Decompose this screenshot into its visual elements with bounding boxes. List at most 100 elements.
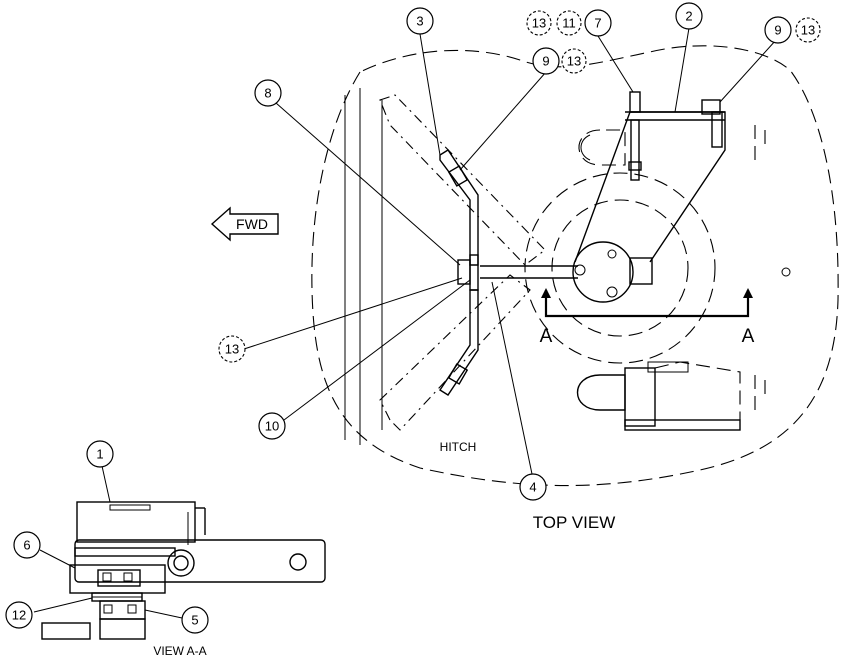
svg-text:5: 5 <box>191 613 198 628</box>
part-1-block <box>76 501 196 543</box>
svg-text:2: 2 <box>685 9 692 24</box>
actuator-cap <box>647 361 689 373</box>
nut-8 <box>457 259 471 285</box>
svg-text:9: 9 <box>774 23 781 38</box>
svg-text:13: 13 <box>567 54 581 69</box>
part-5-block <box>99 600 146 620</box>
actuator-body <box>576 374 626 411</box>
section-line <box>544 290 750 318</box>
callout-10: 10 <box>258 412 286 440</box>
callout-9-mid: 9 <box>532 47 560 75</box>
bolt-9-head <box>701 99 721 115</box>
part-6-insert <box>97 569 141 587</box>
rotary-unit <box>572 241 634 303</box>
actuator-plate <box>624 419 741 431</box>
callout-4: 4 <box>519 473 547 501</box>
bracket-3-lower <box>439 289 479 396</box>
callout-13-right: 13 <box>795 17 821 43</box>
callout-7: 7 <box>584 9 612 37</box>
pin-outer <box>167 549 195 577</box>
part-6-bolt-b <box>123 572 133 582</box>
leader-5 <box>144 609 183 619</box>
leader-12 <box>33 597 93 613</box>
section-arrow-right <box>743 288 753 298</box>
bracket-3 <box>439 149 479 266</box>
base-left <box>41 622 91 640</box>
svg-text:11: 11 <box>562 16 576 31</box>
view-aa: 1 6 12 5 VIEW A-A <box>5 440 326 658</box>
cylinder-upper-face <box>580 134 591 161</box>
part-6-bolt-a <box>102 572 112 582</box>
svg-text:10: 10 <box>265 419 279 434</box>
svg-text:1: 1 <box>96 447 103 462</box>
callout-9-right: 9 <box>764 16 792 44</box>
callout-11: 11 <box>556 10 582 36</box>
turntable-circle <box>524 172 716 364</box>
actuator-tail <box>654 361 741 420</box>
leader-13 <box>243 277 463 350</box>
callout-3: 3 <box>406 7 434 35</box>
callout-1: 1 <box>86 440 114 468</box>
leader-7 <box>597 35 634 93</box>
section-label-left: A <box>540 326 553 347</box>
leader-9a <box>459 71 547 171</box>
leader-4 <box>491 281 533 475</box>
part-6-block <box>69 564 166 594</box>
bolt-lower <box>447 363 469 385</box>
beam-hole <box>289 553 307 571</box>
callout-12: 12 <box>5 601 33 629</box>
rotary-tab <box>629 257 653 285</box>
top-view-label: TOP VIEW <box>533 513 616 532</box>
cylinder-upper <box>578 129 626 166</box>
bolt-upper <box>447 165 469 187</box>
leader-8 <box>275 102 461 266</box>
leader-10 <box>283 279 471 421</box>
turntable-inner <box>551 199 689 337</box>
hitch-plate <box>379 94 546 266</box>
main-beam <box>74 539 326 583</box>
leader-2 <box>674 27 690 113</box>
callout-5: 5 <box>181 606 209 634</box>
rotary-bolt-a <box>574 264 586 276</box>
pin-inner <box>173 555 189 571</box>
svg-text:13: 13 <box>801 23 815 38</box>
top-view: A A HITCH TOP VIEW FWD 3 13 11 <box>210 2 839 532</box>
callout-6: 6 <box>13 531 41 559</box>
bracket-2 <box>574 111 726 263</box>
callout-2: 2 <box>675 2 703 30</box>
svg-text:3: 3 <box>416 14 423 29</box>
leader-6 <box>39 549 76 569</box>
hole-right <box>781 267 791 277</box>
callout-8: 8 <box>254 79 282 107</box>
bolt-7-head <box>629 91 641 113</box>
svg-text:4: 4 <box>529 480 536 495</box>
part-1-slot <box>109 504 151 511</box>
bolt-9-shank <box>711 111 723 148</box>
fwd-arrow <box>210 206 279 242</box>
bolt-7-nut <box>628 161 642 171</box>
svg-text:12: 12 <box>12 608 26 623</box>
svg-text:6: 6 <box>23 538 30 553</box>
actuator-block <box>624 367 656 427</box>
leader-1 <box>101 465 111 503</box>
fwd-label: FWD <box>236 216 268 232</box>
svg-text:9: 9 <box>542 54 549 69</box>
beam-strip <box>74 547 176 557</box>
bolt-7-shank <box>630 119 640 181</box>
leader-3 <box>419 33 441 156</box>
part-5-bolt-b <box>127 604 137 614</box>
callout-13-top-a: 13 <box>526 10 552 36</box>
svg-text:8: 8 <box>264 86 271 101</box>
hitch-outline <box>311 45 839 487</box>
svg-text:13: 13 <box>532 16 546 31</box>
part-5-bolt-a <box>103 604 113 614</box>
section-arrow-left <box>541 288 551 298</box>
rotary-bolt-c <box>607 249 617 259</box>
hitch-plate-lower <box>379 274 531 431</box>
svg-text:13: 13 <box>225 342 239 357</box>
rotary-bolt-b <box>606 286 618 298</box>
leader-9b <box>719 39 777 103</box>
svg-text:7: 7 <box>594 16 601 31</box>
callout-13-left: 13 <box>218 335 246 363</box>
